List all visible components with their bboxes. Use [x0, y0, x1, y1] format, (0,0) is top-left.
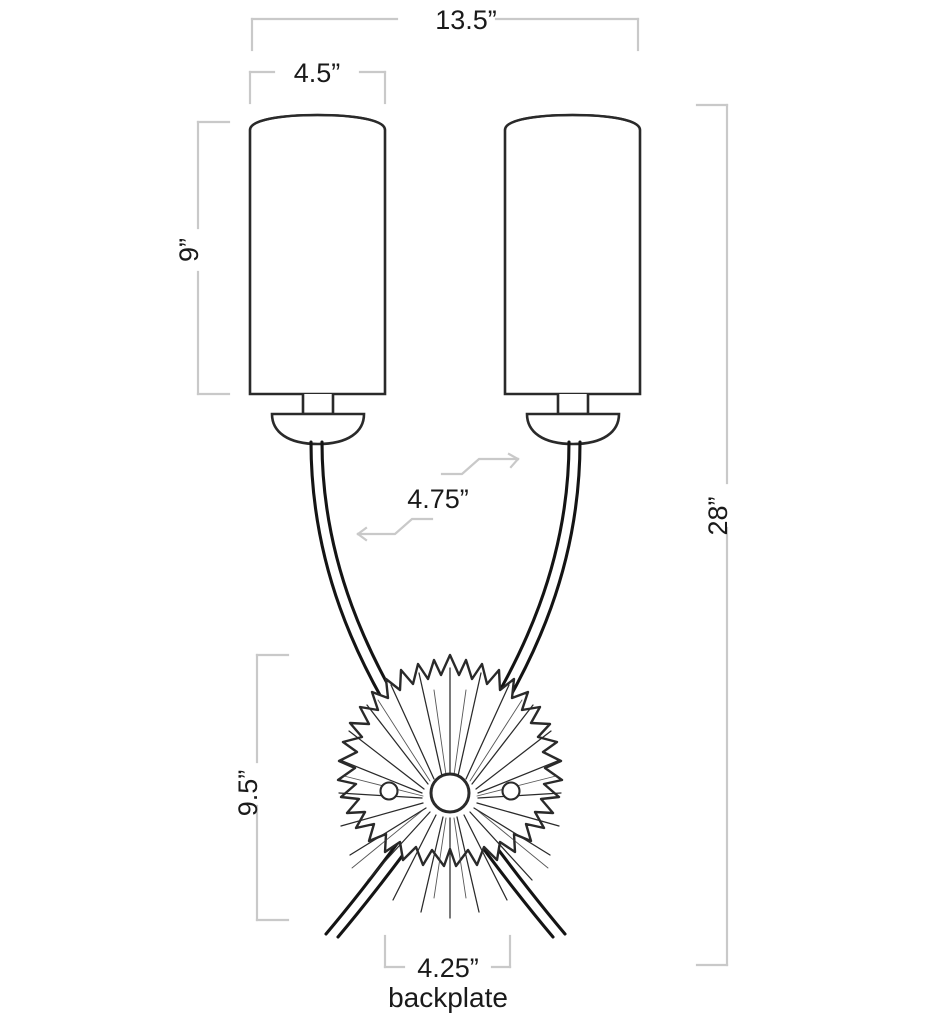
dim-backplate-width-line	[383, 934, 512, 969]
dim-overall-width-line	[250, 17, 640, 52]
dim-overall-height-line	[695, 103, 729, 967]
backplate-medallion	[336, 653, 564, 919]
backplate-text-label: backplate	[388, 982, 508, 1013]
dim-arm-spread-leaders	[356, 452, 520, 542]
dim-backplate-height-line	[255, 653, 290, 922]
right-shade-top-ellipse	[503, 113, 642, 131]
dim-label-overall-width: 13.5”	[435, 5, 497, 35]
dim-label-shade-height: 9”	[174, 238, 204, 262]
left-shade-top-ellipse	[248, 113, 387, 131]
dim-shade-height-line	[196, 120, 231, 396]
dimension-lines-group	[196, 17, 729, 969]
dim-label-backplate-height: 9.5”	[233, 770, 263, 817]
left-bobeche	[270, 394, 366, 446]
right-bobeche	[525, 394, 621, 446]
dim-label-overall-height: 28”	[703, 496, 733, 535]
mounting-screw-right	[501, 781, 521, 801]
dim-shade-width-line	[248, 70, 387, 105]
backplate-sunburst-rays	[338, 667, 562, 919]
right-shade	[503, 113, 642, 396]
left-shade	[248, 113, 387, 396]
dim-label-arm-spread: 4.75”	[407, 484, 469, 514]
center-hub	[429, 772, 471, 814]
dim-label-backplate-width: 4.25”	[417, 953, 479, 983]
dim-label-shade-width: 4.5”	[294, 58, 341, 88]
mounting-screw-left	[379, 781, 399, 801]
